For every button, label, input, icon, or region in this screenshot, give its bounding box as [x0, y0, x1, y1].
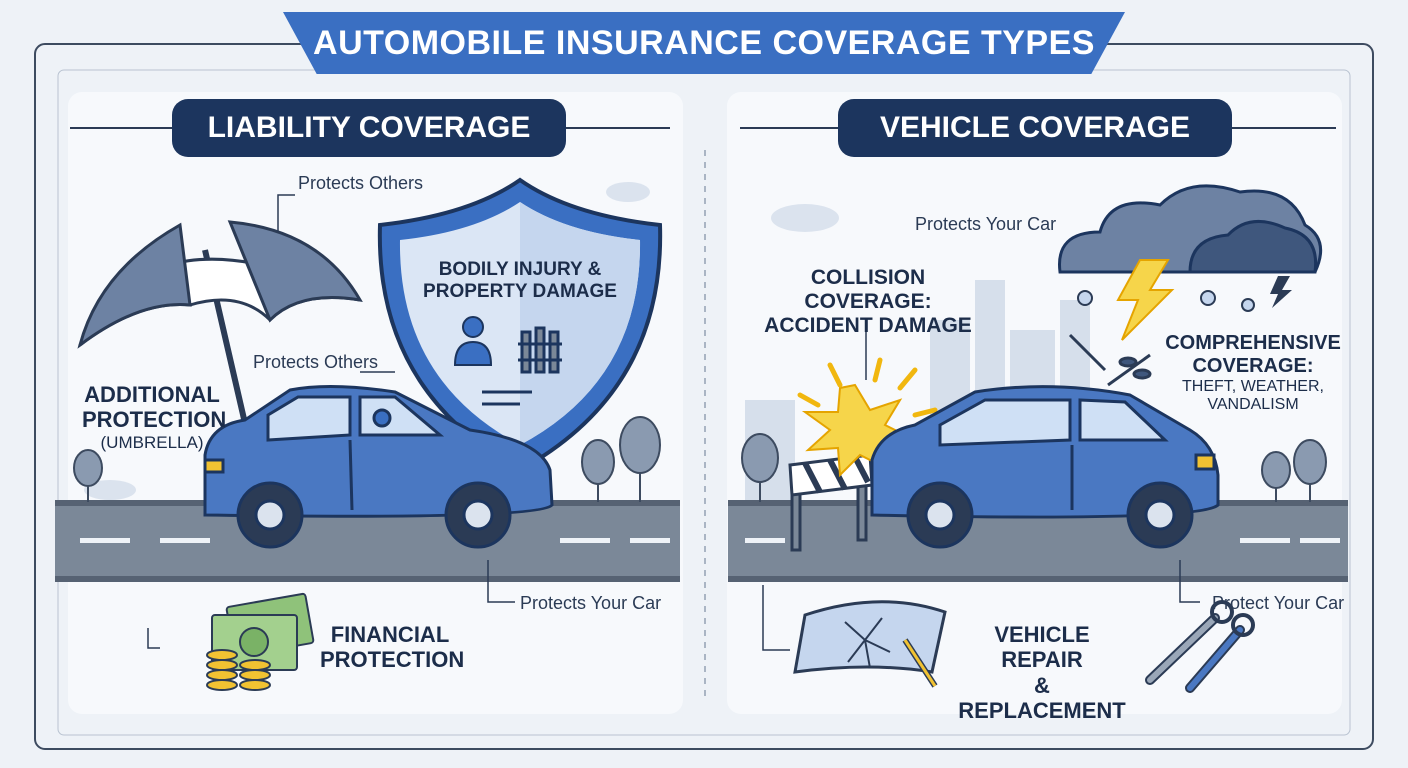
car-right-icon — [870, 385, 1220, 549]
page-title: AUTOMOBILE INSURANCE COVERAGE TYPES — [283, 12, 1125, 74]
comprehensive-line1: COMPREHENSIVE — [1165, 332, 1341, 354]
wrench-icon — [1145, 600, 1255, 693]
cracked-windshield-icon — [793, 600, 947, 688]
repair-line2: & REPLACEMENT — [958, 672, 1126, 723]
umbrella-label-line3: (UMBRELLA) — [100, 432, 204, 452]
umbrella-label-line1: ADDITIONAL — [84, 382, 220, 407]
financial-line2: PROTECTION — [320, 647, 465, 673]
leader-lines — [147, 194, 1200, 651]
vehicle-protect-your-car-label: Protect Your Car — [1212, 593, 1345, 613]
umbrella-label-line2: PROTECTION — [82, 407, 227, 433]
comprehensive-coverage-label: COMPREHENSIVE COVERAGE: THEFT, WEATHER, … — [1160, 332, 1346, 415]
vehicle-coverage-heading: VEHICLE COVERAGE — [838, 99, 1232, 157]
liability-protects-your-car-label: Protects Your Car — [520, 593, 662, 613]
lightning-small-icon — [1270, 276, 1292, 308]
comprehensive-line4: VANDALISM — [1207, 396, 1299, 414]
comprehensive-line3: THEFT, WEATHER, — [1182, 378, 1324, 395]
cloud-small-icon — [84, 182, 839, 500]
umbrella-icon — [77, 220, 363, 446]
collision-line2: ACCIDENT DAMAGE — [764, 314, 972, 338]
vehicle-protects-your-car-top-label: Protects Your Car — [915, 214, 1057, 234]
shield-label: BODILY INJURY & PROPERTY DAMAGE — [415, 259, 625, 303]
storm-cloud-icon — [1058, 184, 1323, 274]
shield-icon — [377, 177, 663, 473]
comprehensive-line2: COVERAGE: — [1192, 355, 1314, 377]
tree-icon — [73, 416, 1327, 502]
car-left-icon — [203, 384, 554, 549]
financial-line1: FINANCIAL — [330, 622, 450, 647]
repair-line1: VEHICLE REPAIR — [994, 622, 1090, 673]
liability-coverage-heading: LIABILITY COVERAGE — [172, 99, 566, 157]
coins-icon — [206, 649, 271, 691]
umbrella-label: ADDITIONAL PROTECTION (UMBRELLA) — [82, 382, 227, 452]
crash-burst-icon — [797, 357, 938, 478]
vehicle-repair-label: VEHICLE REPAIR & REPLACEMENT — [952, 622, 1132, 723]
lightning-icon — [1116, 259, 1175, 341]
protects-others-mid-label: Protects Others — [253, 352, 379, 372]
shield-label-line1: BODILY INJURY & — [438, 259, 602, 280]
shield-label-line2: PROPERTY DAMAGE — [423, 280, 617, 302]
financial-protection-label: FINANCIAL PROTECTION — [320, 622, 465, 673]
branch-leaves-icon — [1068, 333, 1152, 387]
hail-icon — [1077, 290, 1255, 312]
collision-line1: COLLISION COVERAGE: — [804, 266, 932, 314]
collision-coverage-label: COLLISION COVERAGE: ACCIDENT DAMAGE — [748, 266, 988, 338]
protects-others-top-label: Protects Others — [298, 173, 424, 193]
